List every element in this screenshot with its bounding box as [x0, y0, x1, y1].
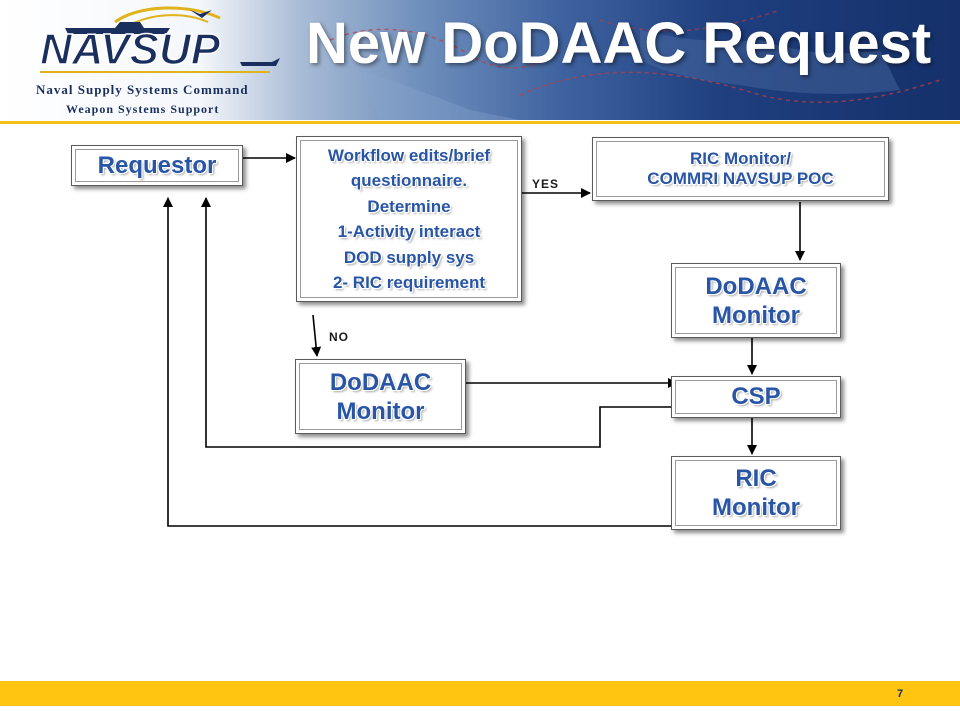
page-number: 7	[896, 688, 904, 700]
header-divider	[0, 121, 960, 124]
logo-wordmark: NAVSUP	[40, 25, 221, 74]
node-dodaac-monitor-right-label: DoDAAC Monitor	[705, 272, 807, 329]
slide-header: NAVSUP Naval Supply Systems Command Weap…	[0, 0, 960, 120]
node-ric-monitor-poc: RIC Monitor/ COMMRI NAVSUP POC	[592, 137, 889, 201]
edge-label-no: NO	[329, 330, 349, 344]
node-dodaac-monitor-right: DoDAAC Monitor	[671, 263, 841, 338]
edge-csp-to-requestor	[201, 197, 672, 448]
node-workflow-label: Workflow edits/brief questionnaire. Dete…	[327, 145, 491, 293]
node-ric-monitor: RIC Monitor	[671, 456, 841, 530]
node-csp-label: CSP	[731, 383, 781, 410]
logo-subtitle-1: Naval Supply Systems Command	[36, 82, 249, 97]
node-ric-monitor-poc-label: RIC Monitor/ COMMRI NAVSUP POC	[647, 149, 834, 188]
node-requestor: Requestor	[71, 145, 243, 186]
footer-bar	[0, 681, 960, 706]
navsup-logo: NAVSUP Naval Supply Systems Command Weap…	[20, 4, 290, 116]
edge-workflow-to-dodaac-left	[311, 314, 322, 357]
world-map-graphic	[329, 9, 941, 120]
edge-ric-to-requestor	[163, 197, 672, 527]
node-csp: CSP	[671, 376, 841, 418]
node-dodaac-monitor-left: DoDAAC Monitor	[295, 359, 466, 434]
edge-label-yes: YES	[532, 177, 560, 191]
node-dodaac-monitor-left-label: DoDAAC Monitor	[329, 368, 432, 425]
node-ric-monitor-label: RIC Monitor	[712, 465, 800, 521]
logo-emblem: NAVSUP	[39, 6, 280, 75]
slide-title: New DoDAAC Request	[306, 11, 932, 76]
logo-subtitle-2: Weapon Systems Support	[66, 102, 220, 116]
node-requestor-label: Requestor	[97, 151, 217, 179]
node-workflow: Workflow edits/brief questionnaire. Dete…	[296, 136, 522, 302]
